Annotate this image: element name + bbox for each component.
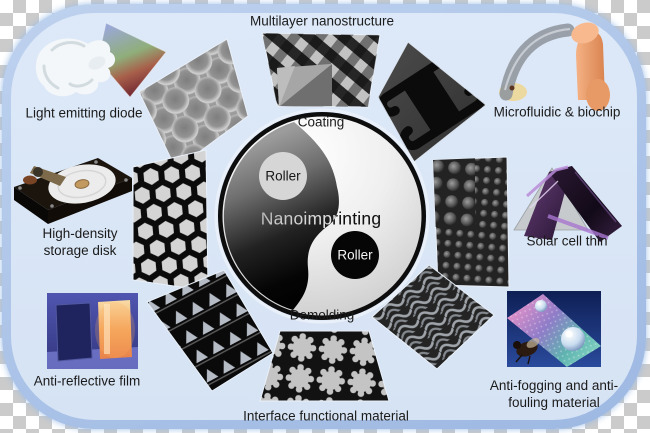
roller-top-circle: [259, 152, 307, 200]
photo-microfluidic-biochip: [499, 22, 610, 111]
label-anti-reflective-film: Anti-reflective film: [33, 373, 141, 389]
wedge-wavy-mesh-sem: [371, 264, 495, 370]
label-light-emitting-diode: Light emitting diode: [25, 105, 143, 121]
label-anti-fogging: Anti-fogging and anti- fouling material: [490, 377, 618, 411]
wedge-honeycomb-sem: [132, 149, 209, 292]
wedge-hex-dimple-sem: [138, 38, 249, 170]
photo-anti-reflective-film: [47, 293, 138, 369]
wedge-multilayer-weave-sem: [261, 32, 381, 108]
wedge-gear-puzzle-sem: [259, 330, 390, 402]
photo-solar-cell-film: [513, 165, 622, 242]
label-demolding-step: Demolding: [289, 307, 355, 323]
label-high-density-storage-disk: High-density storage disk: [42, 225, 117, 259]
label-multilayer-nanostructure: Multilayer nanostructure: [249, 13, 395, 29]
wedge-pyramid-array-sem: [146, 269, 274, 392]
yinyang-roller-diagram: [214, 108, 430, 324]
label-microfluidic-biochip: Microfluidic & biochip: [493, 104, 621, 120]
label-antifogging-line1: Anti-fogging and anti-: [489, 378, 619, 393]
photo-hard-disk-drive: [14, 158, 132, 224]
photo-anti-fogging-surface: [507, 291, 601, 367]
label-nanoimprinting-title: Nanoimprinting: [260, 208, 382, 229]
label-antifogging-line2: fouling material: [508, 395, 600, 410]
label-coating-step: Coating: [297, 114, 345, 130]
photo-light-emitting-diode: [35, 22, 167, 98]
label-solar-cell-thin: Solar cell thin: [526, 233, 608, 249]
wedge-nanodot-sem: [432, 156, 510, 288]
yin-dark-lobe: [223, 122, 339, 310]
label-storage-line2: storage disk: [43, 243, 117, 258]
label-storage-line1: High-density: [42, 226, 118, 241]
wedge-microfluidic-channel-sem: [378, 42, 486, 162]
label-interface-functional-material: Interface functional material: [243, 408, 409, 424]
label-roller-top: Roller: [265, 168, 301, 184]
label-roller-bottom: Roller: [337, 247, 373, 263]
roller-bottom-circle: [331, 231, 379, 279]
